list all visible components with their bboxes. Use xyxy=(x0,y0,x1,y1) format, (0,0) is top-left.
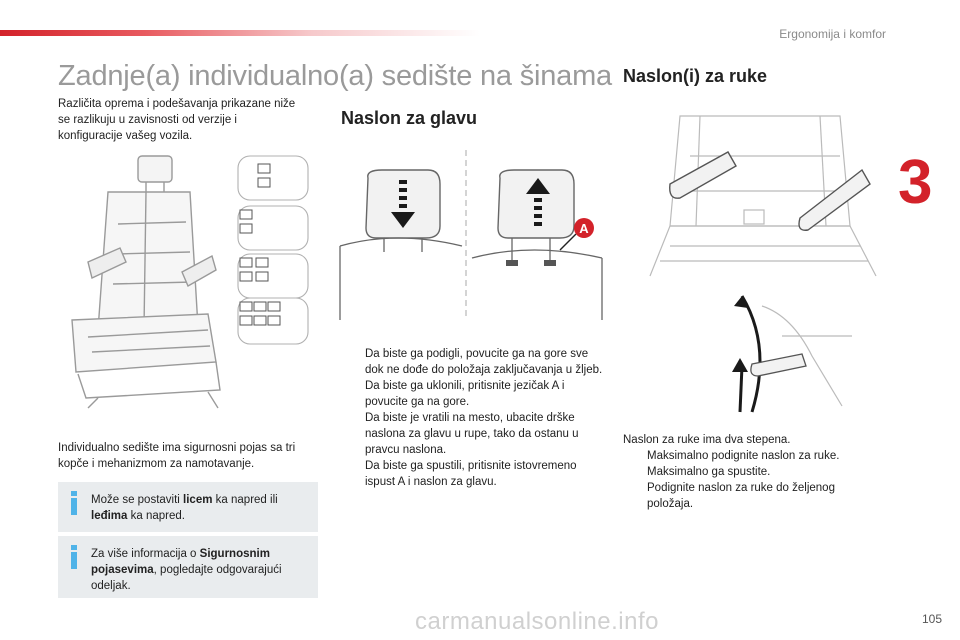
list-item-text: Podignite naslon za ruke do željenog pol… xyxy=(647,482,835,510)
list-item: Podignite naslon za ruke do željenog pol… xyxy=(623,480,873,512)
list-item-text: Da biste je vratili na mesto, ubacite dr… xyxy=(365,412,579,456)
headrest-instructions: Da biste ga podigli, povucite ga na gore… xyxy=(341,346,603,490)
list-item-text: Da biste ga uklonili, pritisnite jezičak… xyxy=(365,380,565,408)
list-item: Maksimalno podignite naslon za ruke. xyxy=(623,448,873,464)
info-text: Za više informacija o xyxy=(91,548,200,560)
watermark: carmanualsonline.info xyxy=(415,608,659,635)
armrest-illustration xyxy=(649,115,877,277)
list-item: Maksimalno ga spustite. xyxy=(623,464,873,480)
info-bold: leđima xyxy=(91,510,128,522)
label-a-badge xyxy=(574,218,594,238)
info-icon xyxy=(69,491,79,515)
intro-text: Različita oprema i podešavanja prikazane… xyxy=(58,98,296,142)
headrest-heading: Naslon za glavu xyxy=(341,108,478,128)
list-item-text: Maksimalno podignite naslon za ruke. xyxy=(647,450,840,462)
list-item-text: Maksimalno ga spustite. xyxy=(647,466,771,478)
headrest-illustration: A xyxy=(339,150,603,320)
armrest-instructions: Maksimalno podignite naslon za ruke. Mak… xyxy=(623,448,873,512)
armrest-position-diagram xyxy=(732,295,852,413)
header-accent-bar xyxy=(0,30,480,36)
page-number: 105 xyxy=(921,612,942,626)
info-bold: Sigurnosnim pojasevima xyxy=(91,548,270,576)
armrest-heading: Naslon(i) za ruke xyxy=(623,66,768,86)
label-a: A xyxy=(579,221,589,236)
info-icon xyxy=(69,545,79,569)
info-box-seatbelts: Za više informacija o Sigurnosnim pojase… xyxy=(58,536,318,598)
list-item: Da biste ga podigli, povucite ga na gore… xyxy=(341,346,603,378)
info-text: ka napred. xyxy=(127,510,185,522)
info-text: ka napred ili xyxy=(212,494,278,506)
page-title: Zadnje(a) individualno(a) sedište na šin… xyxy=(58,60,612,92)
seat-description: Individualno sedište ima sigurnosni poja… xyxy=(58,442,296,470)
list-item: Da biste ga uklonili, pritisnite jezičak… xyxy=(341,378,603,410)
info-bold: licem xyxy=(183,494,213,506)
info-text: , pogledajte odgovarajući odeljak. xyxy=(91,564,282,592)
list-item: Da biste ga spustili, pritisnite istovre… xyxy=(341,458,603,490)
list-item: Da biste je vratili na mesto, ubacite dr… xyxy=(341,410,603,458)
list-item-text: Da biste ga spustili, pritisnite istovre… xyxy=(365,460,577,488)
seat-illustration xyxy=(71,155,309,409)
section-label: Ergonomija i komfor xyxy=(779,27,886,41)
chapter-number: 3 xyxy=(898,148,933,217)
list-item-text: Da biste ga podigli, povucite ga na gore… xyxy=(365,348,603,376)
info-box-orientation: Može se postaviti licem ka napred ili le… xyxy=(58,482,318,532)
info-text: Može se postaviti xyxy=(91,494,184,506)
armrest-intro: Naslon za ruke ima dva stepena. xyxy=(623,434,791,446)
